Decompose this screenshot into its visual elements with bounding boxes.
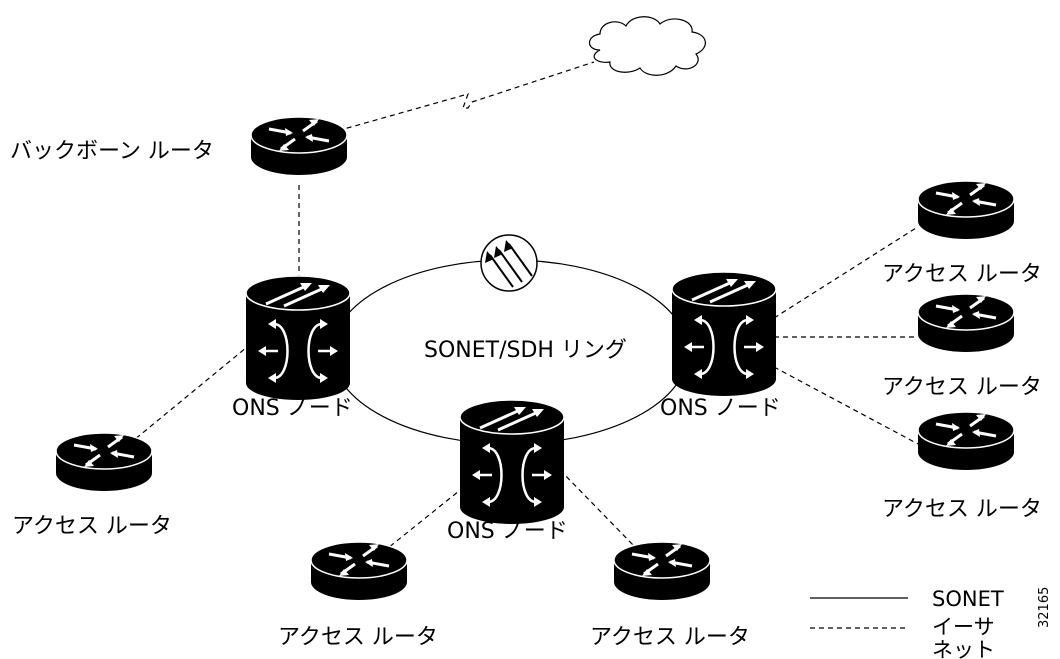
legend-ethernet-label: イーサ — [932, 615, 995, 639]
router-icon — [612, 540, 712, 602]
access-router — [612, 540, 712, 602]
router-icon — [916, 410, 1016, 472]
ons-bottom-to-access-link — [559, 469, 637, 549]
ring-direction-icon — [480, 234, 538, 292]
router-icon — [54, 431, 154, 493]
backbone-router-label: バックボーン ルータ — [10, 139, 214, 164]
ons-node-bottom — [458, 398, 566, 526]
ons-node-left — [244, 274, 352, 402]
access-router — [54, 431, 154, 493]
legend-sonet-label: SONET — [932, 587, 1004, 611]
access-router-label: アクセス ルータ — [278, 625, 438, 650]
router-icon — [309, 540, 409, 602]
ons-node-label: ONS ノード — [232, 396, 353, 421]
ons-right-to-access-link — [773, 227, 917, 319]
ons-node-label: ONS ノード — [660, 396, 781, 421]
router-icon — [916, 179, 1016, 241]
ons-node-label: ONS ノード — [447, 519, 568, 544]
legend-ethernet-label: ネット — [932, 638, 995, 659]
cloud-icon — [588, 16, 706, 76]
ring-label: SONET/SDH リング — [424, 338, 627, 363]
access-router-label: アクセス ルータ — [882, 497, 1042, 522]
backbone-router — [249, 115, 349, 177]
ons-node-icon — [244, 274, 352, 402]
ons-node-icon — [458, 398, 566, 526]
ons-node-right — [670, 270, 778, 398]
access-router-label: アクセス ルータ — [882, 262, 1042, 287]
access-router-label: アクセス ルータ — [882, 375, 1042, 400]
wan-link — [311, 61, 595, 139]
access-router-label: アクセス ルータ — [12, 514, 172, 539]
ons-left-to-access-link — [133, 337, 259, 441]
access-router — [916, 292, 1016, 354]
access-router — [916, 410, 1016, 472]
access-router-label: アクセス ルータ — [590, 625, 750, 650]
access-router — [916, 179, 1016, 241]
legend: SONET イーサ ネット — [810, 587, 1004, 659]
router-icon — [916, 292, 1016, 354]
ons-node-icon — [670, 270, 778, 398]
ons-right-to-access-link — [773, 366, 919, 445]
access-router — [309, 540, 409, 602]
figure-id: 32165 — [1037, 587, 1052, 628]
ons-bottom-to-access-link — [387, 486, 465, 549]
router-icon — [249, 115, 349, 177]
